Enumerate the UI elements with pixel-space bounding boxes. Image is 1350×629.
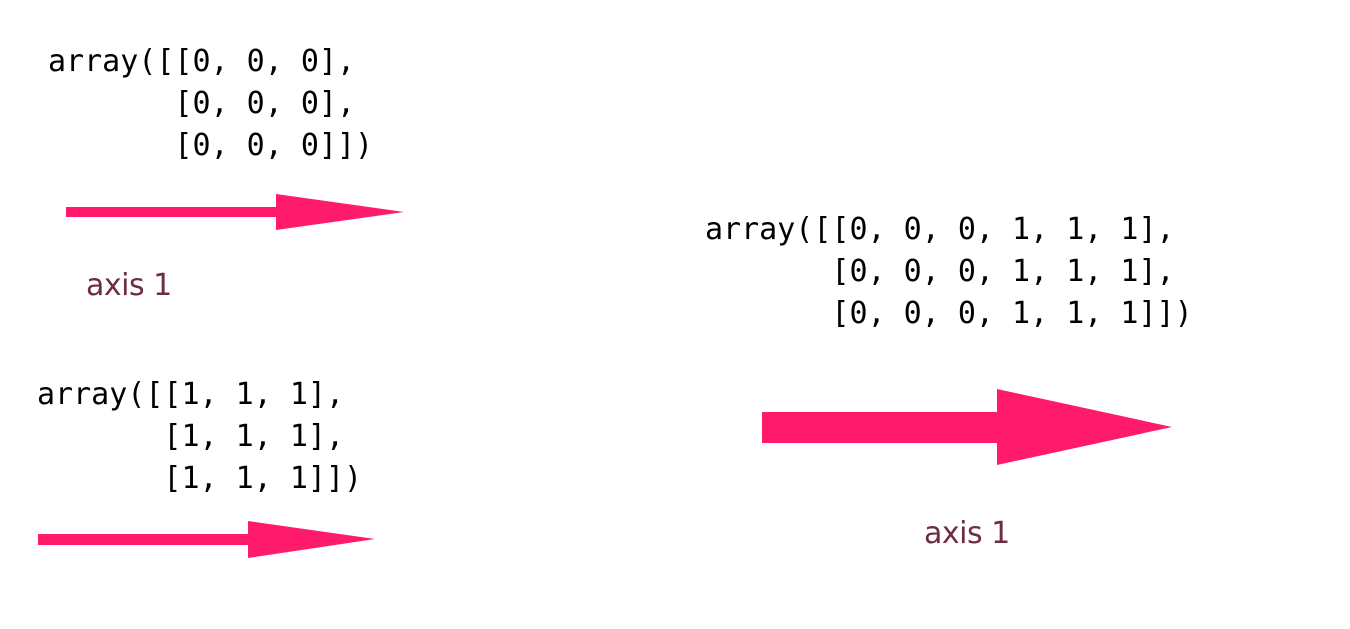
result-array-line-1: array([[0, 0, 0, 1, 1, 1], xyxy=(705,212,1175,247)
result-axis-arrow xyxy=(762,389,1172,465)
zeros-array-code: array([[0, 0, 0], [0, 0, 0], [0, 0, 0]]) xyxy=(48,41,373,167)
ones-axis-arrow-shape xyxy=(38,521,375,558)
ones-array-line-1: array([[1, 1, 1], xyxy=(37,377,345,412)
zeros-array-line-2: [0, 0, 0], xyxy=(48,86,356,121)
result-array-line-3: [0, 0, 0, 1, 1, 1]]) xyxy=(705,296,1193,331)
axis-label-left: axis 1 xyxy=(86,268,172,303)
ones-array-line-3: [1, 1, 1]]) xyxy=(37,461,363,496)
ones-array-line-2: [1, 1, 1], xyxy=(37,419,345,454)
zeros-axis-arrow-shape xyxy=(66,194,404,230)
ones-axis-arrow xyxy=(38,521,375,558)
ones-array-code: array([[1, 1, 1], [1, 1, 1], [1, 1, 1]]) xyxy=(37,374,362,500)
result-axis-arrow-shape xyxy=(762,389,1172,465)
result-array-code: array([[0, 0, 0, 1, 1, 1], [0, 0, 0, 1, … xyxy=(705,209,1193,335)
zeros-array-line-1: array([[0, 0, 0], xyxy=(48,44,356,79)
result-array-line-2: [0, 0, 0, 1, 1, 1], xyxy=(705,254,1175,289)
zeros-axis-arrow xyxy=(66,194,404,230)
axis-label-right: axis 1 xyxy=(924,516,1010,551)
zeros-array-line-3: [0, 0, 0]]) xyxy=(48,128,374,163)
